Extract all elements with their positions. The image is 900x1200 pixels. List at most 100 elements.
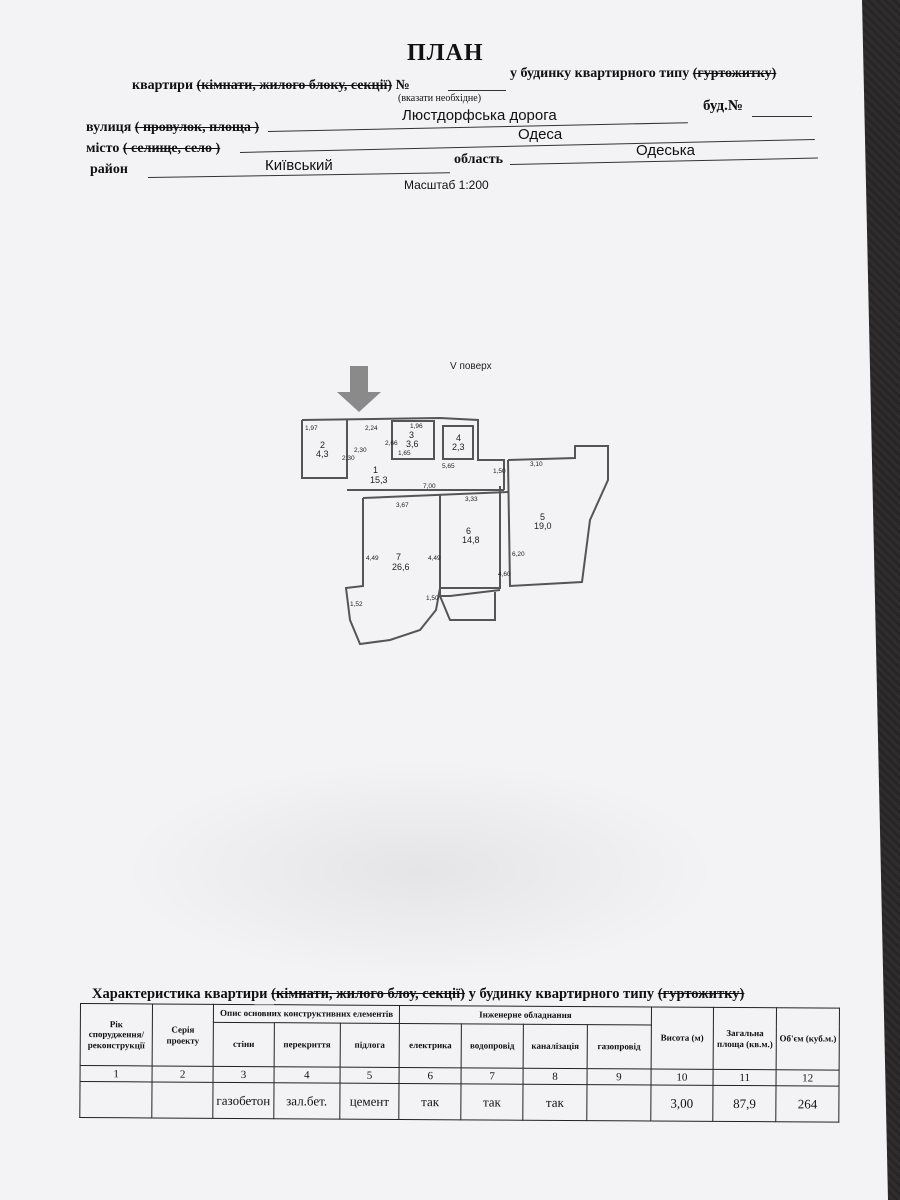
district-value: Київський [265,157,333,174]
number-sign: № [395,78,410,93]
room-2-number: 2 [320,440,325,450]
city-line: місто ( селище, село ) [86,141,220,157]
column-number: 12 [776,1069,840,1087]
cell-series [151,1081,214,1119]
dim-label: 7,00 [423,483,436,490]
column-number: 11 [713,1069,777,1086]
column-number: 9 [586,1068,651,1085]
page-shadow [120,760,720,980]
table-title: Характеристика квартири (кімнати, жилого… [92,986,744,1003]
street-value: Люстдорфська дорога [402,107,557,124]
header-water: водопровід [461,1023,524,1069]
column-number: 7 [461,1067,524,1085]
column-number: 6 [399,1067,462,1084]
building-type-label: у будинку квартирного типу [510,66,690,81]
floor-label: V поверх [450,361,492,372]
street-line: вулиця ( провулок, площа ) [86,120,259,136]
specify-note: (вказати необхідне) [398,93,482,104]
dim-label: 1,52 [350,601,363,608]
room-6-number: 6 [466,526,471,536]
table-row: газобетон зал.бет. цемент так так так 3,… [79,1081,840,1123]
building-number-label: буд.№ [703,98,743,114]
column-number: 3 [213,1066,274,1083]
apartment-number-line [448,90,506,91]
dim-label: 2,30 [354,447,367,454]
street-struck: ( провулок, площа ) [134,120,260,135]
region-value: Одеська [636,142,695,159]
apartment-struck: (кімнати, жилого блоку, секції) [196,78,393,93]
district-label: район [90,162,128,177]
header-series: Серія проекту [152,1003,214,1067]
characteristics-table: Рік спорудження/ реконструкції Серія про… [79,1003,840,1123]
apartment-label: квартири [132,78,194,93]
header-electric: електрика [399,1023,462,1068]
room-7-area: 26,6 [392,562,410,572]
building-type-line: у будинку квартирного типу (гуртожитку) [510,66,776,82]
dormitory-struck: (гуртожитку) [692,66,777,81]
dim-label: 1,96 [410,423,423,430]
cell-electric: так [399,1083,462,1120]
room-3-number: 3 [409,430,414,440]
plan-room-labels: 1 15,3 2 4,3 3 3,6 4 2,3 5 19,0 6 14,8 7… [316,430,552,572]
dim-label: 1,50 [426,595,439,602]
cell-overlap: зал.бет. [273,1082,340,1120]
dim-label: 6,20 [512,551,525,558]
cell-sewer: так [522,1084,587,1121]
dim-label: 2,30 [342,455,355,462]
dim-label: 1,97 [305,425,318,432]
scale-label: Масштаб 1:200 [404,178,489,192]
cell-water: так [460,1083,523,1121]
street-label: вулиця [86,120,132,135]
header-height: Висота (м) [650,1006,714,1070]
plan-walls [301,416,609,646]
room-1-area: 15,3 [370,475,388,485]
cell-area: 87,9 [712,1085,777,1122]
dim-label: 1,50 [493,468,506,475]
header-elements: Опис основних конструктивних елементів [213,1004,400,1024]
room-5-number: 5 [540,512,545,522]
dim-label: 3,67 [396,502,409,509]
table-title-struck2: (гуртожитку) [657,986,745,1002]
region-label: область [454,152,503,167]
column-number: 8 [522,1068,588,1085]
dim-label: 4,60 [498,571,511,578]
dim-label: 5,65 [442,463,455,470]
cell-height: 3,00 [650,1084,714,1122]
room-4-number: 4 [456,433,461,443]
column-number: 1 [80,1065,153,1082]
cell-gas [586,1084,651,1121]
column-number: 2 [152,1065,214,1083]
apartment-line: квартири (кімнати, жилого блоку, секції)… [132,78,410,94]
dim-label: 1,65 [398,450,411,457]
room-6-area: 14,8 [462,535,480,545]
dim-label: 2,66 [385,440,398,447]
city-label: місто [86,141,120,156]
table-title-struck: (кімнати, жилого блоу, секції) [271,986,465,1002]
header-gas: газопровід [587,1024,651,1069]
header-area: Загальна площа (кв.м.) [713,1007,777,1070]
column-number: 4 [273,1066,340,1084]
header-engineering: Інженерне обладнання [399,1005,652,1025]
cell-walls: газобетон [212,1082,274,1119]
room-3-area: 3,6 [406,439,419,449]
table-title-suffix: у будинку квартирного типу [468,986,655,1002]
room-2-area: 4,3 [316,449,329,459]
dim-label: 3,33 [465,496,478,503]
dim-label: 4,49 [428,555,441,562]
table-title-prefix: Характеристика квартири [92,986,268,1002]
dim-label: 4,49 [366,555,379,562]
header-volume: Об'єм (куб.м.) [776,1007,840,1071]
cell-volume: 264 [776,1085,840,1123]
room-1-number: 1 [373,465,378,475]
plan-dimensions: 1,97 2,24 1,96 2,30 2,30 2,66 1,65 5,65 … [305,423,543,608]
page-title: ПЛАН [407,40,484,66]
header-walls: стіни [213,1022,275,1067]
floor-plan-drawing: V поверх [301,361,609,646]
entrance-arrow-icon [337,366,381,412]
cell-floor: цемент [339,1083,400,1120]
column-number: 5 [339,1067,400,1084]
building-number-line [752,116,812,117]
city-value: Одеса [518,126,563,143]
room-4-area: 2,3 [452,442,465,452]
